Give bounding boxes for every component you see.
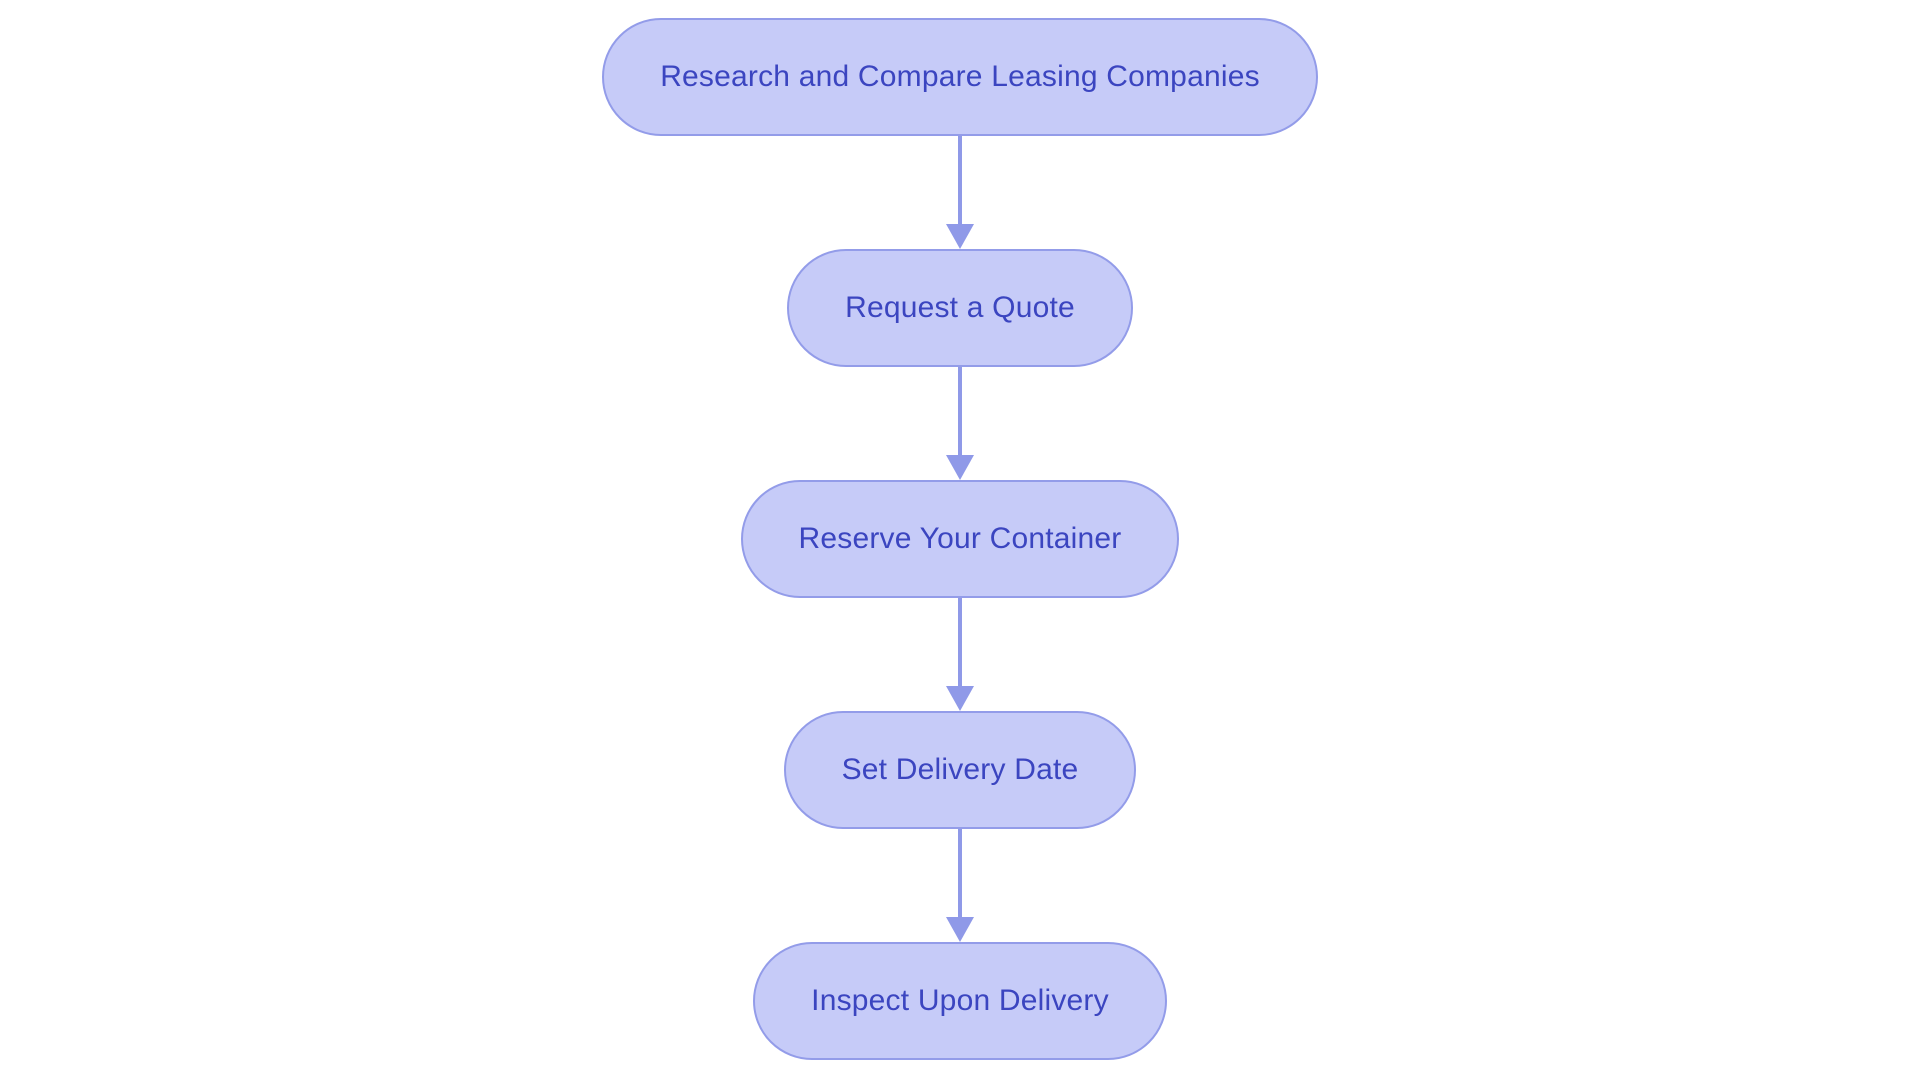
flow-connector-1 — [944, 136, 976, 249]
arrow-down-icon — [946, 455, 974, 480]
flow-connector-2 — [944, 367, 976, 480]
flow-connector-3 — [944, 598, 976, 711]
arrow-down-icon — [946, 224, 974, 249]
flow-node-label: Set Delivery Date — [841, 753, 1079, 786]
flow-node-label: Inspect Upon Delivery — [811, 984, 1109, 1017]
flow-node-research-and-compare-leasing-companies: Research and Compare Leasing Companies — [602, 18, 1318, 136]
flow-node-reserve-your-container: Reserve Your Container — [740, 480, 1180, 598]
arrow-shaft — [958, 598, 962, 687]
arrow-shaft — [958, 136, 962, 225]
arrow-shaft — [958, 367, 962, 456]
arrow-down-icon — [946, 686, 974, 711]
arrow-down-icon — [946, 917, 974, 942]
flow-node-label: Reserve Your Container — [798, 522, 1122, 555]
flow-node-request-a-quote: Request a Quote — [787, 249, 1133, 367]
flow-node-set-delivery-date: Set Delivery Date — [783, 711, 1137, 829]
flow-node-label: Research and Compare Leasing Companies — [660, 60, 1260, 93]
flow-node-inspect-upon-delivery: Inspect Upon Delivery — [753, 942, 1167, 1060]
flow-connector-4 — [944, 829, 976, 942]
flow-node-label: Request a Quote — [845, 291, 1075, 324]
arrow-shaft — [958, 829, 962, 918]
